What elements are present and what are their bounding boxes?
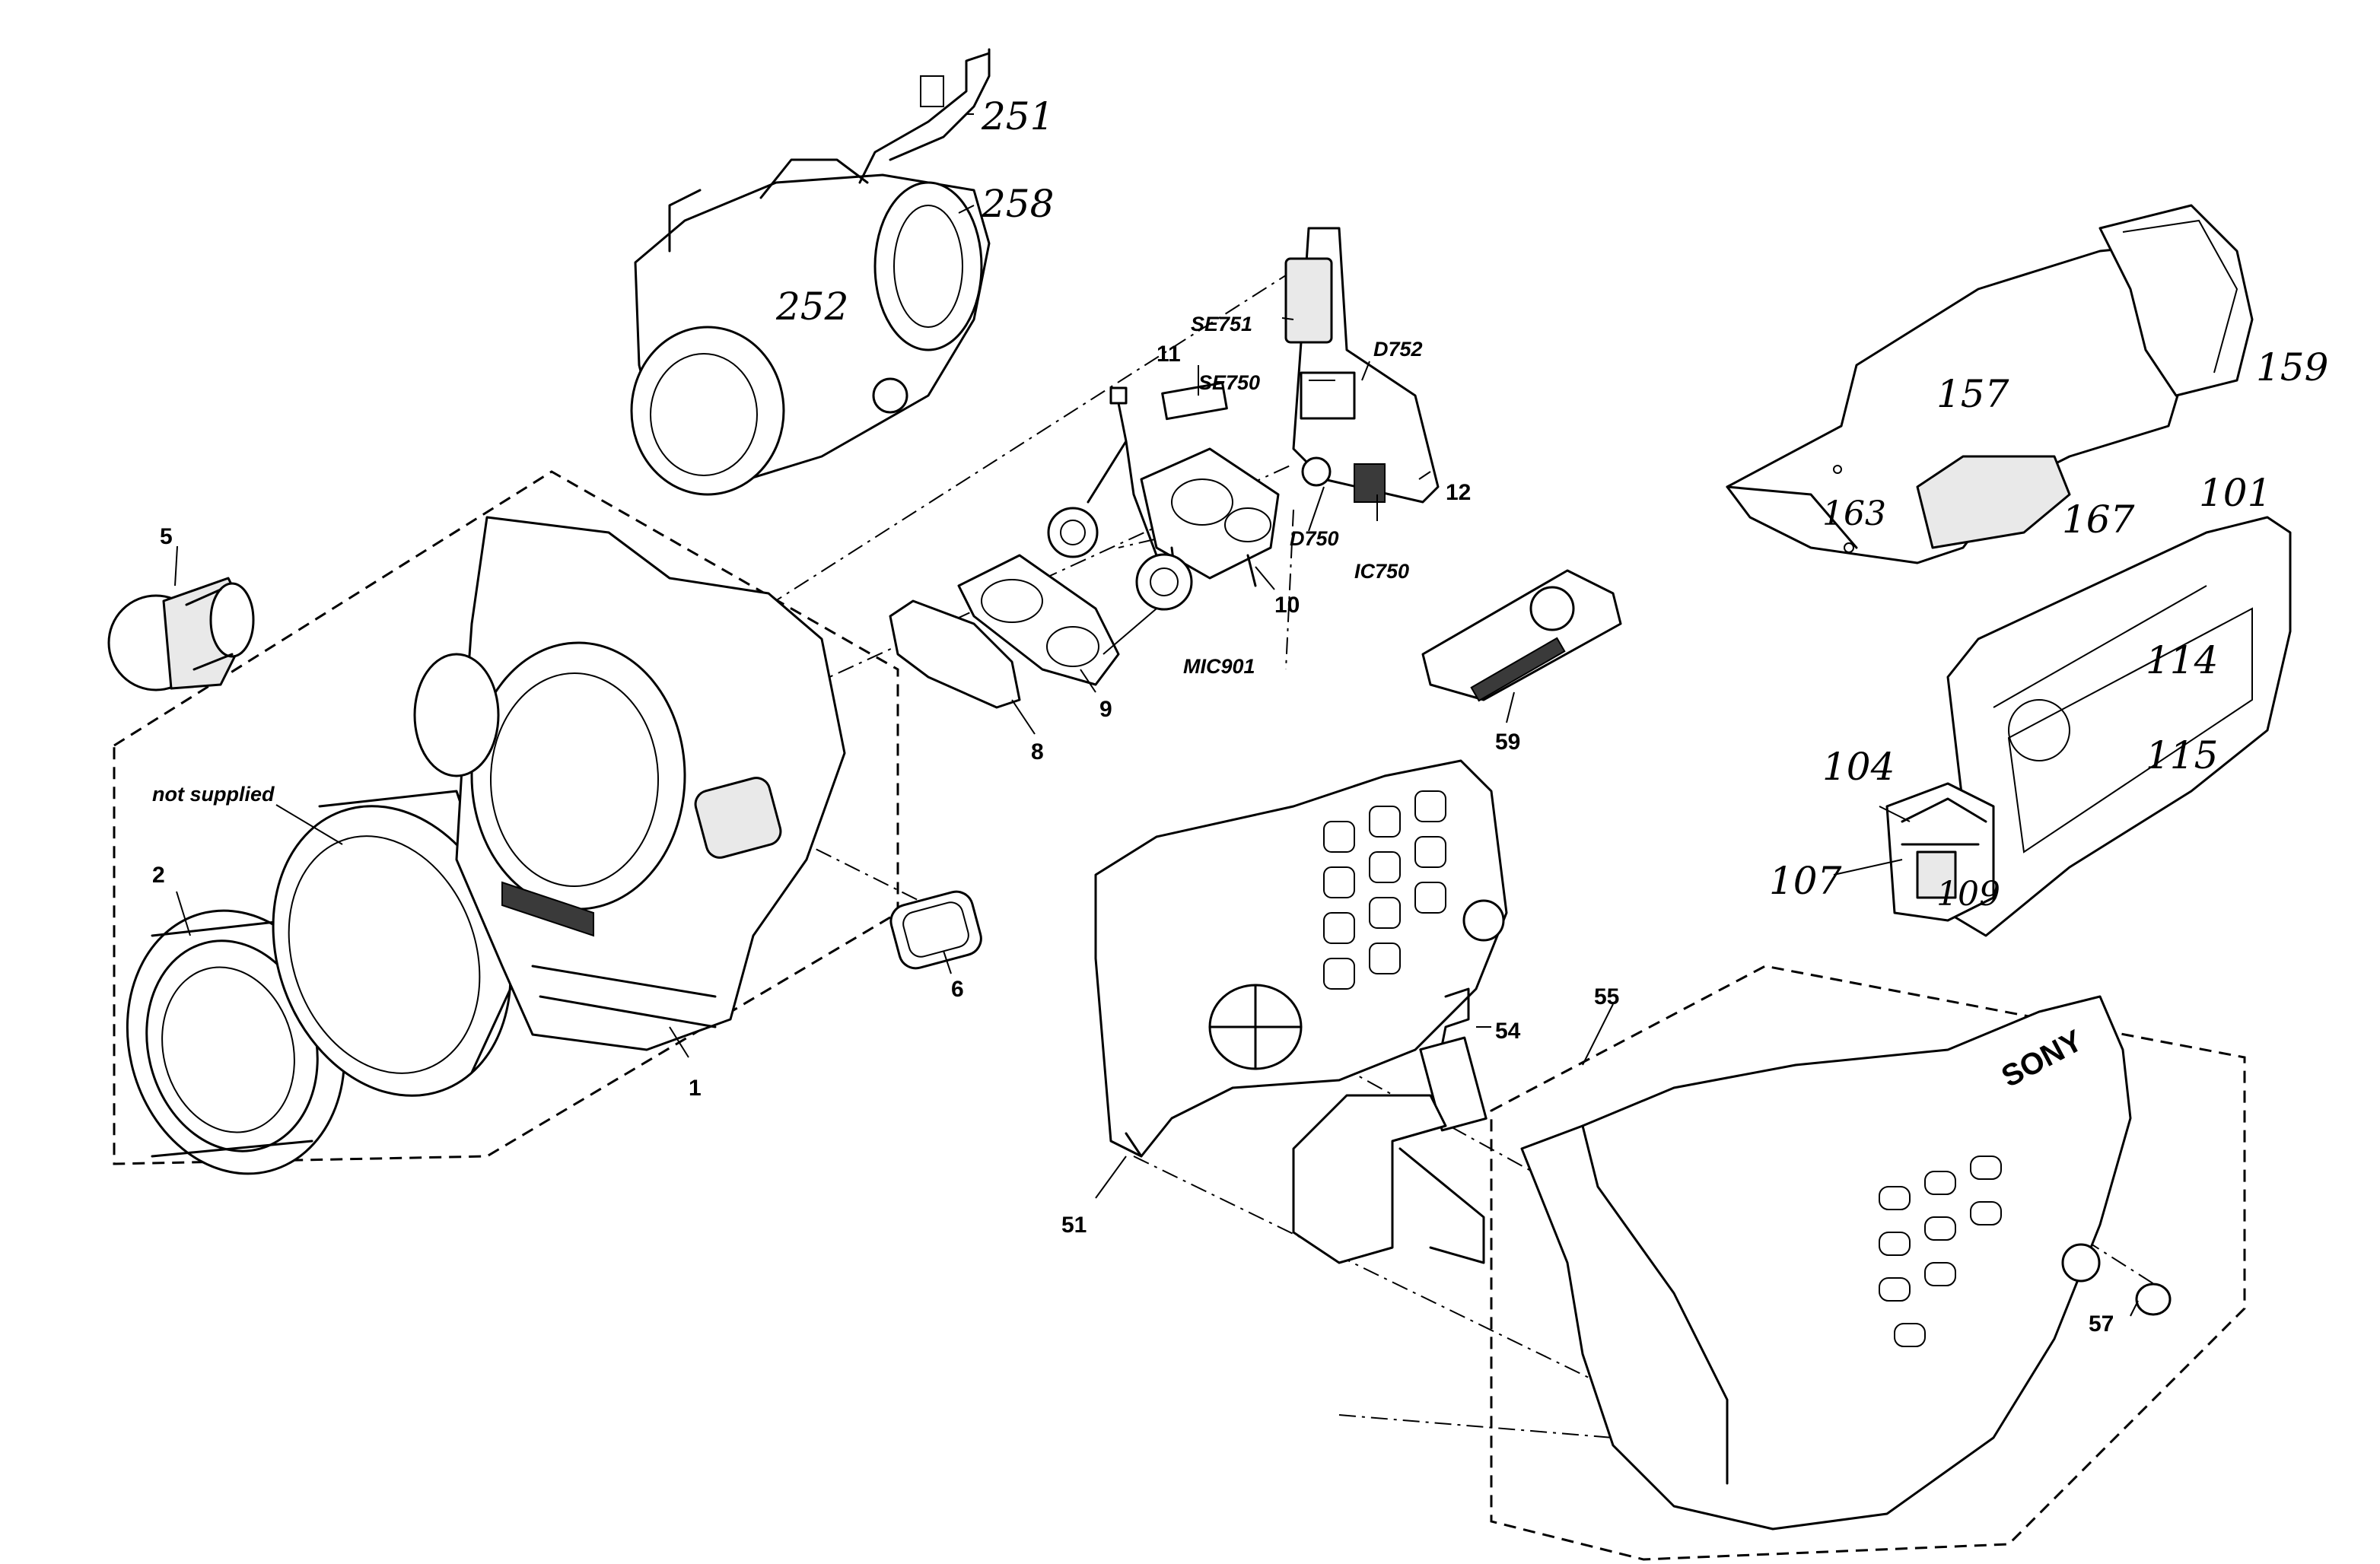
part-157-viewfinder: [1726, 204, 2254, 564]
label-163: 163: [1822, 494, 1886, 533]
part-55-rear-housing: SONY: [1520, 995, 2132, 1531]
label-59: 59: [1495, 730, 1520, 755]
label-251: 251: [981, 94, 1054, 138]
label-157: 157: [1936, 372, 2009, 416]
label-252: 252: [775, 285, 848, 329]
label-104: 104: [1822, 745, 1895, 789]
part-9-mic-frame: [957, 554, 1120, 686]
label-54: 54: [1495, 1019, 1521, 1044]
part-10-mic-holder: [1140, 447, 1280, 587]
part-5-knob: [107, 577, 255, 691]
label-1: 1: [689, 1076, 702, 1101]
label-not-supplied: not supplied: [152, 783, 275, 806]
part-51-main-frame: [1094, 759, 1508, 1158]
part-101-side-panel: [1946, 516, 2292, 937]
part-11-label: [1161, 381, 1228, 421]
label-5: 5: [160, 524, 173, 549]
part-12-sensor-board: [1284, 227, 1440, 504]
label-ic750: IC750: [1354, 560, 1409, 583]
label-se751: SE751: [1191, 313, 1252, 335]
assembly-55-outline: [1490, 965, 2246, 1561]
part-8-windscreen: [889, 599, 1021, 709]
part-59-switch: [1421, 569, 1622, 702]
label-10: 10: [1274, 593, 1300, 618]
part-mic901-microphones: [1047, 386, 1193, 611]
label-109: 109: [1936, 875, 2000, 914]
label-se750: SE750: [1198, 371, 1260, 394]
part-57-cap: [2135, 1283, 2172, 1316]
label-115: 115: [2146, 733, 2218, 777]
part-252-lens-block: [630, 158, 991, 496]
label-114: 114: [2146, 638, 2218, 682]
part-6-pad: [889, 890, 982, 970]
label-8: 8: [1031, 739, 1044, 765]
label-51: 51: [1061, 1213, 1087, 1238]
label-107: 107: [1769, 859, 1842, 903]
label-101: 101: [2199, 471, 2271, 515]
label-57: 57: [2089, 1311, 2114, 1337]
lower-bracket: [1292, 1094, 1485, 1264]
leader-lines: [174, 113, 2139, 1317]
label-d750: D750: [1290, 527, 1339, 550]
part-labels: 5 2 not supplied 1 6 8 9 10 11 12 59 MIC…: [152, 313, 2114, 1337]
label-167: 167: [2062, 497, 2135, 542]
label-159: 159: [2256, 345, 2328, 389]
label-d752: D752: [1373, 338, 1423, 361]
handwritten-labels: 251 258 252 159 157 163 167 101 114 115 …: [775, 94, 2328, 914]
part-104-hinge-block: [1885, 782, 1995, 922]
label-2: 2: [152, 863, 165, 888]
label-55: 55: [1594, 984, 1619, 1009]
label-11: 11: [1157, 342, 1181, 367]
label-9: 9: [1099, 697, 1112, 722]
part-251-bracket: [858, 48, 991, 184]
label-12: 12: [1446, 480, 1471, 505]
label-mic901: MIC901: [1183, 655, 1255, 678]
label-258: 258: [981, 182, 1054, 226]
label-6: 6: [951, 977, 964, 1002]
part-1-front-body: [413, 516, 846, 1051]
